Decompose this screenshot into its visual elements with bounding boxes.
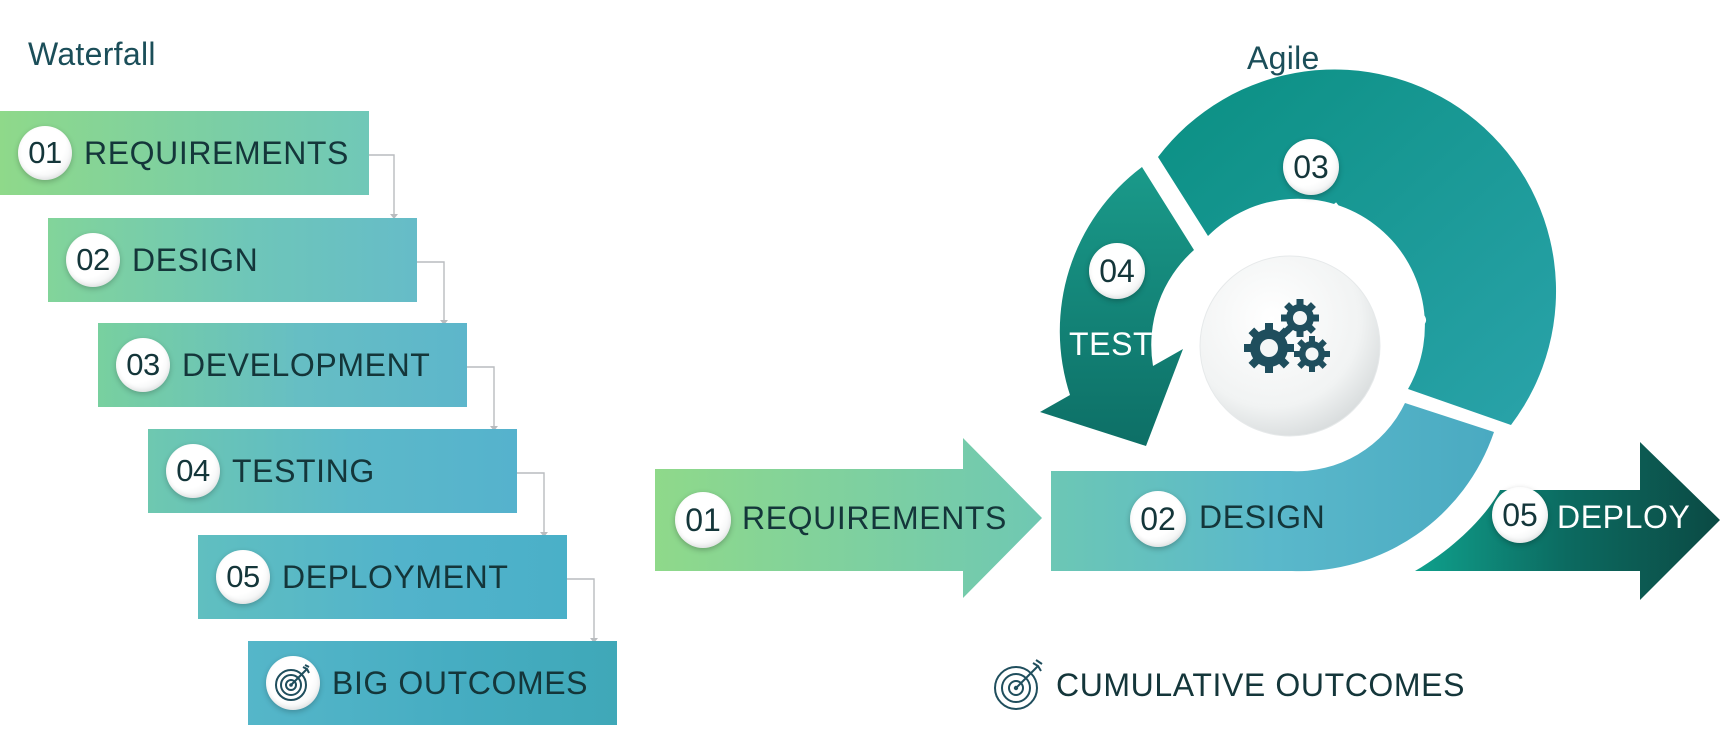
waterfall-title: Waterfall — [28, 36, 156, 72]
agile-deploy-arrow — [1415, 442, 1720, 600]
step-label: DEPLOYMENT — [282, 558, 509, 595]
agile-test-arrow — [1040, 167, 1194, 446]
waterfall-step-testing: 04 TESTING — [148, 429, 517, 513]
step-number-badge: 02 — [66, 233, 120, 287]
outcome-label: CUMULATIVE OUTCOMES — [1056, 666, 1466, 703]
step-label: DEVELOPMENT — [182, 346, 431, 383]
agile-develop-arc — [1158, 69, 1557, 425]
waterfall-step-development: 03 DEVELOPMENT — [98, 323, 467, 407]
agile-step-number-badge: 02 — [1130, 491, 1186, 547]
agile-step-number-badge: 01 — [675, 492, 731, 548]
agile-step-number-badge: 04 — [1089, 243, 1145, 299]
step-label: DESIGN — [132, 241, 259, 278]
step-number-badge: 01 — [18, 126, 72, 180]
waterfall-outcome: BIG OUTCOMES — [248, 641, 617, 725]
target-icon — [266, 656, 320, 710]
target-icon — [994, 659, 1043, 710]
agile-step-label-test: TEST — [1069, 326, 1154, 362]
step-number-badge: 05 — [216, 550, 270, 604]
agile-step-label-design: DESIGN — [1199, 499, 1326, 535]
step-number-badge: 04 — [166, 444, 220, 498]
step-number-badge: 03 — [116, 338, 170, 392]
step-label: REQUIREMENTS — [84, 134, 349, 171]
agile-requirements-arrow — [655, 438, 1042, 598]
step-label: TESTING — [232, 452, 375, 489]
outcome-label: BIG OUTCOMES — [332, 664, 589, 701]
agile-step-label-requirements: REQUIREMENTS — [742, 500, 1007, 536]
agile-step-label-deploy: DEPLOY — [1557, 499, 1691, 535]
waterfall-step-design: 02 DESIGN — [48, 218, 417, 302]
agile-step-number-badge: 03 — [1283, 139, 1339, 195]
agile-step-number-badge: 05 — [1492, 487, 1548, 543]
agile-title: Agile — [1247, 40, 1320, 76]
waterfall-step-requirements: 01 REQUIREMENTS — [0, 111, 369, 195]
agile-outcome: CUMULATIVE OUTCOMES — [992, 657, 1465, 713]
waterfall-step-deployment: 05 DEPLOYMENT — [198, 535, 567, 619]
